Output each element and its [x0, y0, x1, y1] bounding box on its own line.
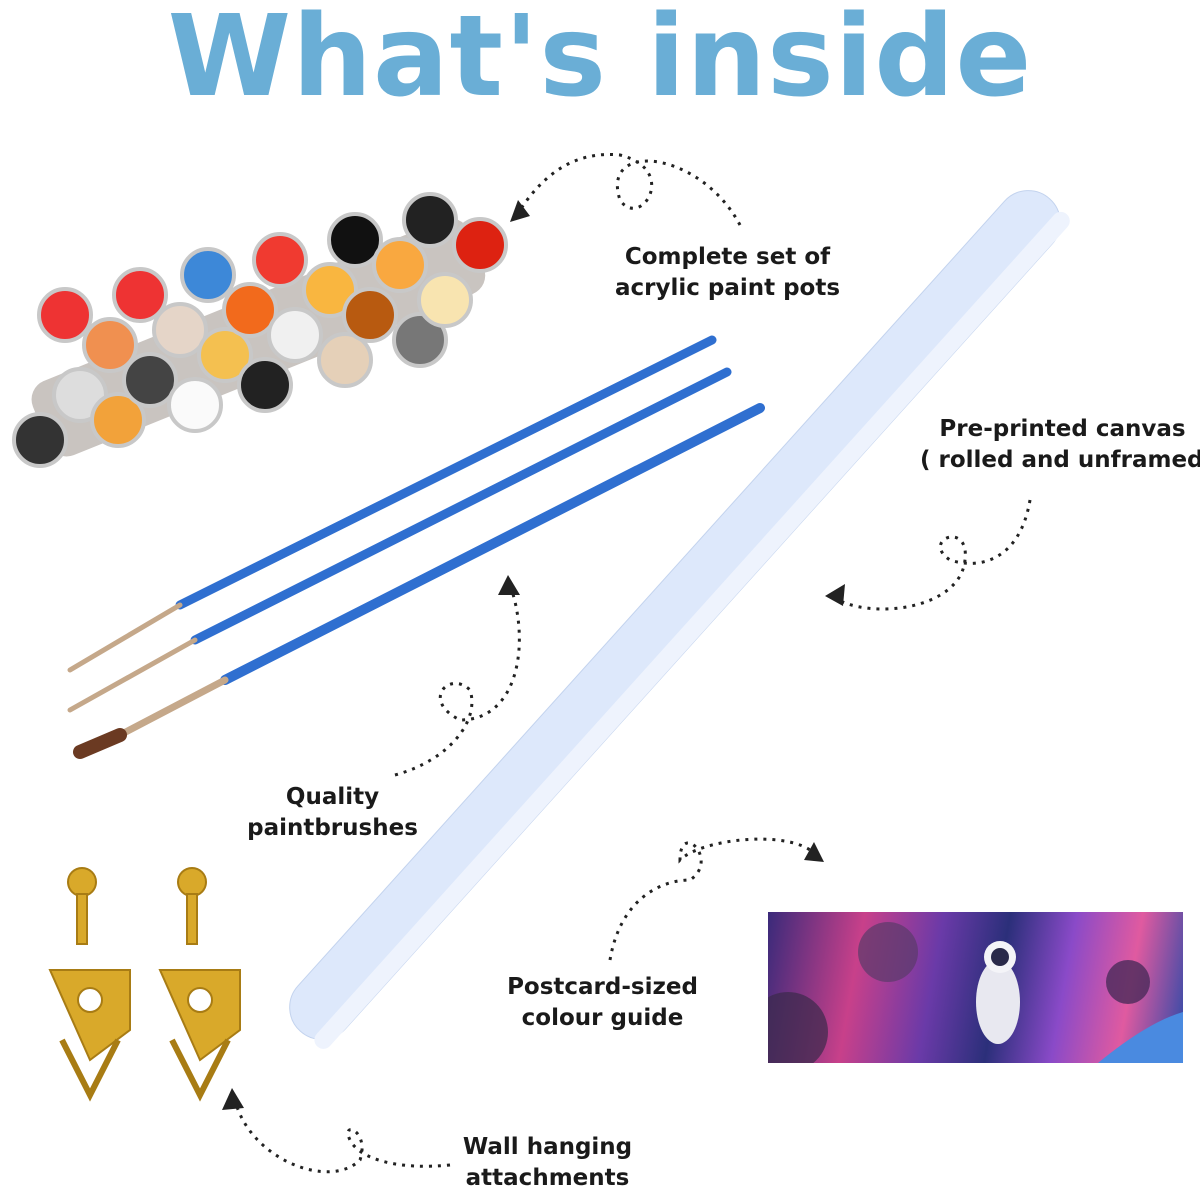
- label-line: Postcard-sized: [507, 974, 698, 1000]
- paint-pot: [237, 357, 293, 413]
- paint-pot: [12, 412, 68, 468]
- label-line: paintbrushes: [247, 815, 418, 841]
- label-line: Complete set of: [624, 244, 831, 270]
- paint-pot: [327, 212, 383, 268]
- label-line: acrylic paint pots: [614, 275, 841, 301]
- paint-pot: [342, 287, 398, 343]
- paint-pot: [252, 232, 308, 288]
- paint-pot: [222, 282, 278, 338]
- paint-pots: [12, 192, 508, 468]
- astronaut: [976, 960, 1020, 1044]
- paint-pot: [417, 272, 473, 328]
- label-line: attachments: [465, 1165, 630, 1191]
- paint-pot: [82, 317, 138, 373]
- paint-pot: [317, 332, 373, 388]
- canvas-roll: [289, 190, 1070, 1049]
- paint-pot: [152, 302, 208, 358]
- label-wall-hanging: Wall hanging attachments: [440, 1132, 655, 1194]
- paint-pot: [167, 377, 223, 433]
- paint-pot: [392, 312, 448, 368]
- paint-pot: [180, 247, 236, 303]
- paint-pot: [90, 392, 146, 448]
- paint-pot: [267, 307, 323, 363]
- paintbrushes: [67, 335, 765, 759]
- label-brushes: Quality paintbrushes: [230, 782, 435, 844]
- paint-pot: [112, 267, 168, 323]
- arrowheads: [222, 200, 845, 1110]
- label-line: Quality: [285, 784, 380, 810]
- paint-pot: [37, 287, 93, 343]
- label-line: Wall hanging: [462, 1134, 633, 1160]
- paint-pot: [452, 217, 508, 273]
- colour-guide-image: [768, 912, 1183, 1063]
- label-line: ( rolled and unframed ): [920, 447, 1200, 473]
- paint-pot: [402, 192, 458, 248]
- dotted-arrows: [233, 152, 1032, 1174]
- paint-pot: [197, 327, 253, 383]
- label-paint-pots: Complete set of acrylic paint pots: [590, 242, 865, 304]
- label-canvas: Pre-printed canvas ( rolled and unframed…: [920, 414, 1200, 476]
- paint-pot: [302, 262, 358, 318]
- label-colour-guide: Postcard-sized colour guide: [490, 972, 715, 1034]
- wall-hooks: [48, 867, 241, 1102]
- paint-pot: [372, 237, 428, 293]
- label-line: Pre-printed canvas: [939, 416, 1186, 442]
- paint-pot: [122, 352, 178, 408]
- page-title: What's inside: [167, 0, 1033, 122]
- label-line: colour guide: [521, 1005, 684, 1031]
